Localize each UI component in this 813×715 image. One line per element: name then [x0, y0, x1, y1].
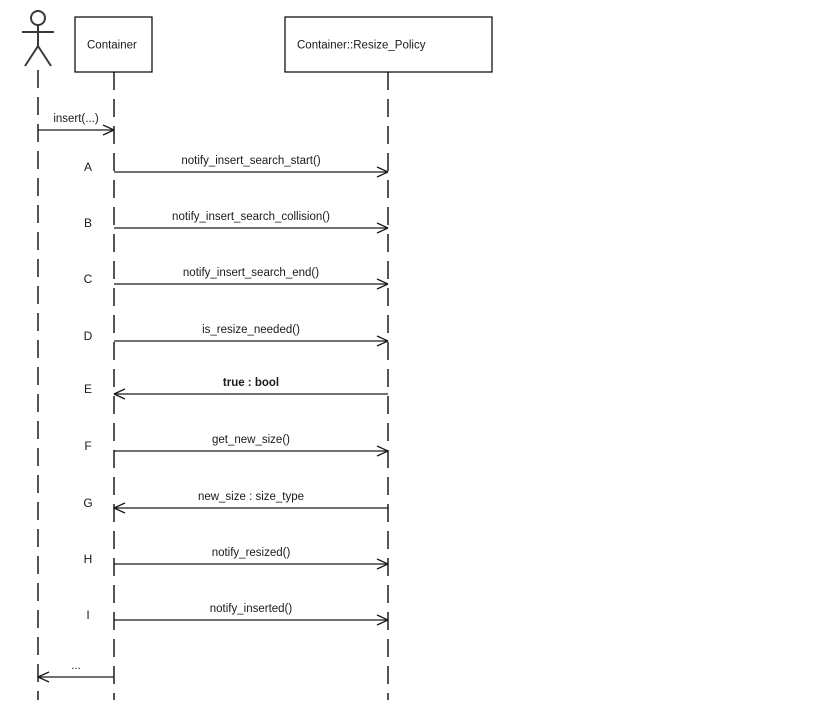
message-label: insert(...)	[53, 113, 99, 125]
actor-figure	[22, 10, 54, 67]
arrowhead	[376, 563, 389, 570]
arrowhead	[376, 166, 389, 173]
arrowhead	[376, 171, 389, 178]
message-d[interactable]: is_resize_needed() D	[84, 324, 389, 347]
arrowhead	[376, 450, 389, 457]
arrowhead	[376, 222, 389, 229]
step-tag-d: D	[84, 329, 93, 343]
lifelines-layer	[37, 70, 389, 700]
step-tag-i: I	[86, 608, 89, 622]
step-tag-h: H	[84, 552, 93, 566]
message-label: true : bool	[223, 377, 279, 389]
message-i[interactable]: notify_inserted() I	[86, 603, 389, 626]
messages-layer: insert(...) notify_insert_search_start() A…	[37, 113, 389, 683]
participant-box-resize_policy[interactable]: Container::Resize_Policy	[284, 16, 493, 73]
arrowhead	[376, 283, 389, 290]
arrowhead	[37, 676, 50, 683]
participant-label-resize_policy: Container::Resize_Policy	[297, 40, 426, 52]
message-c[interactable]: notify_insert_search_end() C	[84, 267, 389, 290]
message-label: get_new_size()	[212, 434, 290, 446]
step-tag-b: B	[84, 216, 92, 230]
arrowhead	[102, 124, 115, 131]
arrowhead	[376, 619, 389, 626]
message-g[interactable]: new_size : size_type G	[83, 491, 388, 514]
participant-heads-layer: Container Container::Resize_Policy	[22, 10, 493, 73]
message-label: notify_insert_search_end()	[183, 267, 319, 279]
arrowhead	[102, 129, 115, 136]
participant-box-container[interactable]: Container	[74, 16, 153, 73]
message-label: notify_inserted()	[210, 603, 293, 615]
arrowhead	[113, 502, 126, 509]
arrowhead	[113, 393, 126, 400]
step-tag-g: G	[83, 496, 92, 510]
arrowhead	[376, 278, 389, 285]
message-label: new_size : size_type	[198, 491, 304, 503]
arrowhead	[376, 335, 389, 342]
message-unlabeled-10[interactable]: ...	[37, 660, 114, 683]
arrowhead	[376, 558, 389, 565]
step-tag-c: C	[84, 272, 93, 286]
arrowhead	[376, 445, 389, 452]
arrowhead	[376, 227, 389, 234]
message-a[interactable]: notify_insert_search_start() A	[84, 155, 389, 178]
message-label: ...	[71, 660, 81, 672]
message-label: is_resize_needed()	[202, 324, 300, 336]
message-b[interactable]: notify_insert_search_collision() B	[84, 211, 389, 234]
message-unlabeled-0[interactable]: insert(...)	[38, 113, 115, 136]
message-e[interactable]: true : bool E	[84, 377, 388, 400]
message-h[interactable]: notify_resized() H	[84, 547, 389, 570]
step-tag-f: F	[84, 439, 91, 453]
arrowhead	[37, 671, 50, 678]
message-label: notify_insert_search_collision()	[172, 211, 330, 223]
message-label: notify_insert_search_start()	[181, 155, 321, 167]
message-label: notify_resized()	[212, 547, 291, 559]
step-tag-a: A	[84, 160, 92, 174]
arrowhead	[113, 507, 126, 514]
step-tag-e: E	[84, 382, 92, 396]
arrowhead	[376, 614, 389, 621]
participant-label-container: Container	[87, 40, 137, 52]
message-f[interactable]: get_new_size() F	[84, 434, 389, 457]
arrowhead	[113, 388, 126, 395]
arrowhead	[376, 340, 389, 347]
